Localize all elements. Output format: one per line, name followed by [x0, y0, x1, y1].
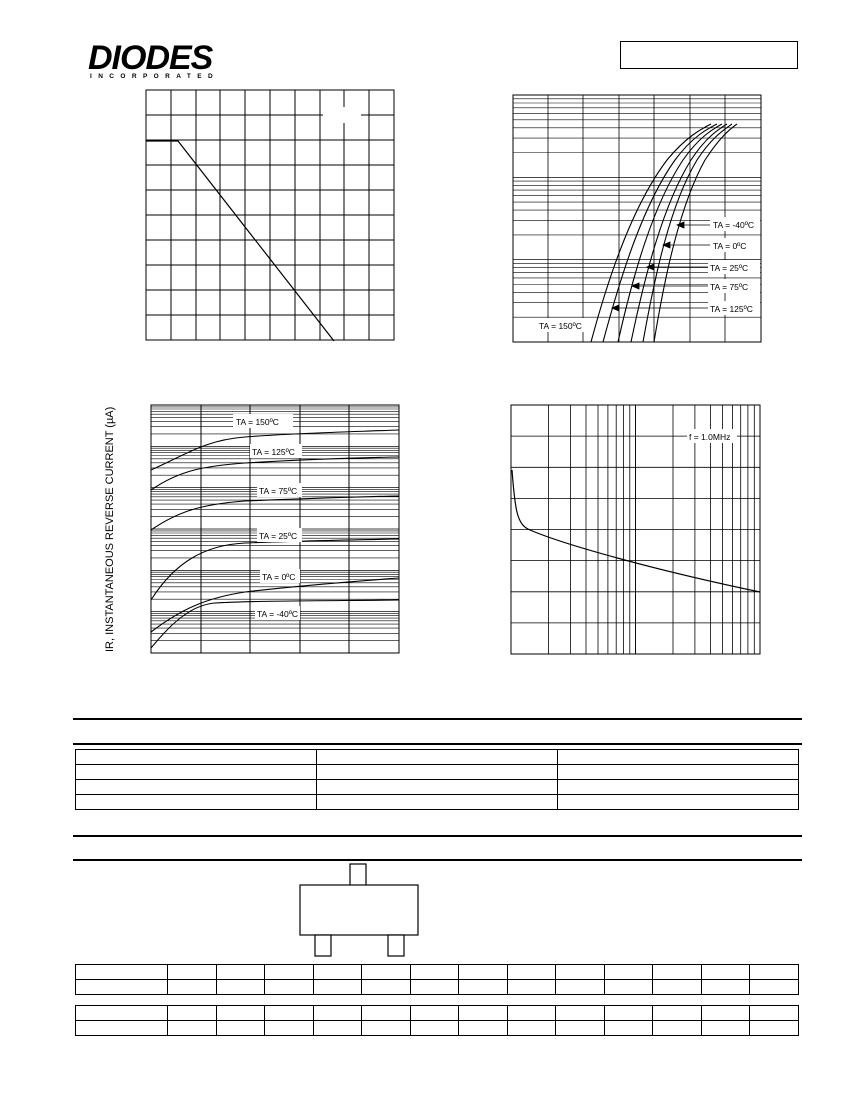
- chart-3: TA = 150ºC TA = 125ºC TA = 75ºC TA = 25º…: [150, 404, 400, 654]
- table-row: [75, 779, 799, 795]
- ordering-table: [75, 749, 799, 810]
- curve-0: [150, 577, 400, 633]
- curve-75: [150, 495, 400, 531]
- chart-2-curves: [590, 123, 738, 343]
- table-row: [75, 794, 799, 810]
- chart-3-label-75: TA = 75ºC: [259, 486, 297, 496]
- curve-75: [617, 123, 723, 343]
- chart-1-note-box: [323, 107, 361, 123]
- chart-4-grid: [510, 404, 761, 655]
- chart-3-label-25: TA = 25ºC: [259, 531, 297, 541]
- table-row: [75, 1005, 799, 1021]
- table-row: [75, 764, 799, 780]
- chart-3-label-0: TA = 0ºC: [262, 572, 295, 582]
- date-code-table-1: [75, 964, 799, 995]
- chart-1-grid: [145, 89, 395, 341]
- package-outline: [299, 863, 419, 957]
- section-rule-top-2: [73, 835, 802, 837]
- curve-125: [150, 456, 400, 491]
- chart-1-series-line: [146, 140, 335, 342]
- chart-3-label-150: TA = 150ºC: [236, 417, 279, 427]
- chart-4-note-box: [687, 429, 737, 443]
- chart-4: f = 1.0MHz: [510, 404, 761, 655]
- chart-2-label-150: TA = 150ºC: [539, 321, 582, 331]
- logo-subtitle: INCORPORATED: [90, 73, 220, 80]
- chart-3-label-minus40: TA = -40ºC: [257, 609, 298, 619]
- logo-wordmark: DIODES: [88, 39, 213, 77]
- curve-150: [150, 429, 400, 471]
- curve-0: [642, 123, 733, 343]
- part-number-box: [620, 41, 798, 69]
- chart-2-label-0: TA = 0ºC: [713, 241, 746, 251]
- chart-3-label-125: TA = 125ºC: [252, 447, 295, 457]
- curve-125: [602, 123, 718, 343]
- chart-2: TA = -40ºC TA = 0ºC TA = 25ºC TA = 75ºC …: [512, 94, 762, 343]
- chart-2-label-minus40: TA = -40ºC: [713, 220, 754, 230]
- chart-4-curve: [511, 469, 761, 593]
- section-rule-top: [73, 718, 802, 720]
- chart-3-ylabel: IR, INSTANTANEOUS REVERSE CURRENT (µA): [104, 406, 116, 652]
- table-row: [75, 749, 799, 765]
- chart-2-label-75: TA = 75ºC: [710, 282, 748, 292]
- chart-3-curves: [150, 429, 400, 649]
- chart-2-label-25: TA = 25ºC: [710, 263, 748, 273]
- table-row: [75, 964, 799, 980]
- chart-2-leaders: [610, 221, 715, 312]
- curve-25: [150, 538, 400, 601]
- chart-1: [145, 89, 395, 342]
- date-code-table-2: [75, 1005, 799, 1036]
- table-row: [75, 1020, 799, 1036]
- chart-2-label-125: TA = 125ºC: [710, 304, 753, 314]
- table-row: [75, 979, 799, 995]
- curve-minus40: [150, 599, 400, 649]
- section-rule-bottom-2: [73, 859, 802, 861]
- curve-150: [590, 123, 712, 343]
- curve-25: [630, 123, 728, 343]
- curve-minus40: [653, 123, 738, 343]
- company-logo: DIODES INCORPORATED: [88, 40, 248, 84]
- section-rule-bottom: [73, 743, 802, 745]
- chart-4-annotation: f = 1.0MHz: [689, 432, 730, 442]
